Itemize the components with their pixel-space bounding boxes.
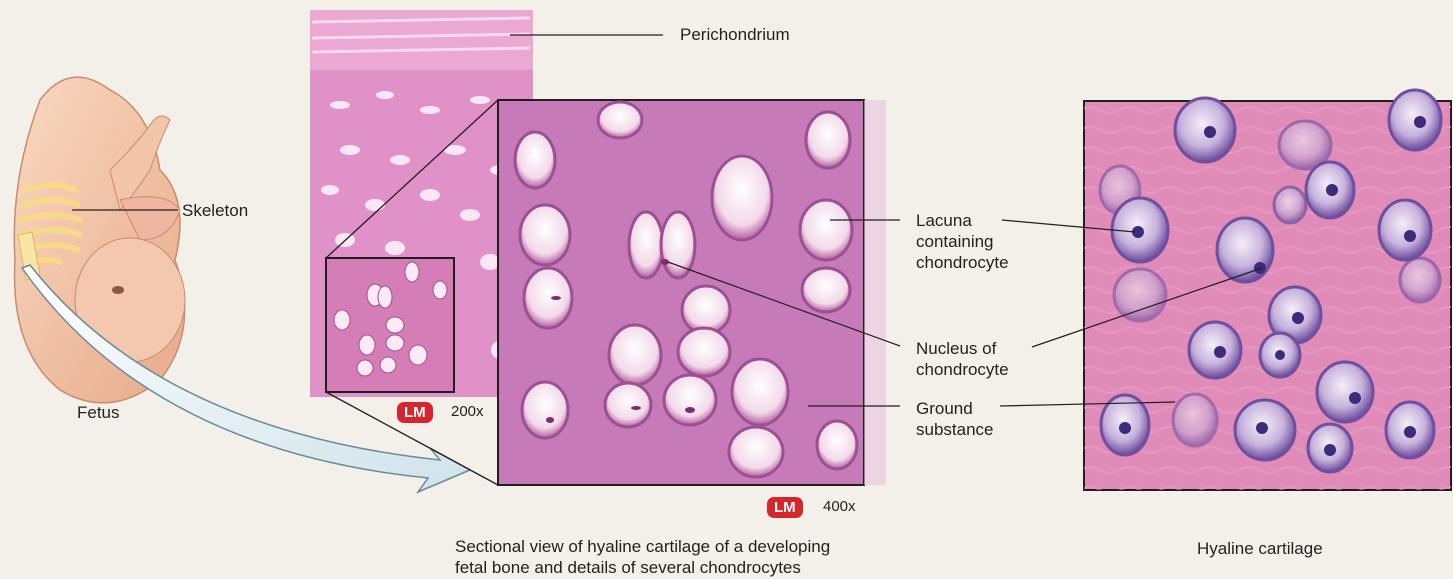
caption-hyaline-cartilage: Hyaline cartilage [1197,538,1323,559]
label-ground-substance: Ground substance [916,398,994,440]
caption-sectional-view: Sectional view of hyaline cartilage of a… [455,536,830,578]
micrograph-400x [498,100,886,485]
lm-badge-200x: LM [397,402,433,423]
hyaline-cartilage-illustration [1084,90,1451,490]
label-perichondrium: Perichondrium [680,24,790,45]
lm-badge-400x: LM [767,497,803,518]
label-lacuna: Lacuna containing chondrocyte [916,210,1009,273]
label-fetus: Fetus [77,402,120,423]
label-skeleton: Skeleton [182,200,248,221]
magnification-400x: 400x [823,498,856,515]
label-nucleus: Nucleus of chondrocyte [916,338,1009,380]
magnification-200x: 200x [451,403,484,420]
